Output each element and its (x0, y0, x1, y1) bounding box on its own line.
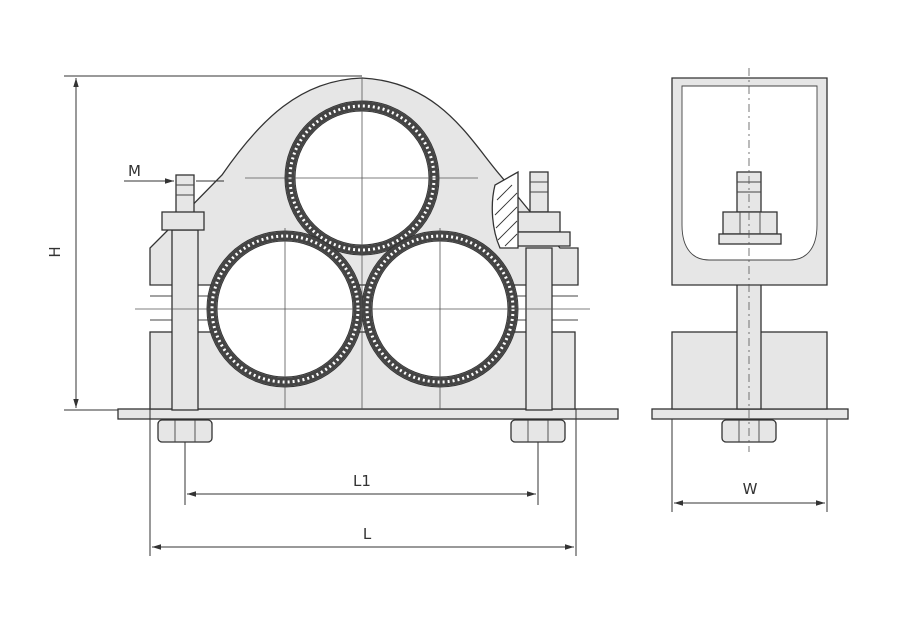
dimension-l: L (149, 409, 577, 556)
left-bolt (161, 174, 205, 411)
right-bottom-nut (510, 419, 566, 443)
front-view: H M L1 L (46, 75, 619, 556)
dimension-w: W (671, 419, 828, 512)
hatched-section (491, 170, 519, 249)
dimension-m: M (124, 162, 224, 184)
left-bottom-nut (157, 419, 213, 443)
side-bottom-nut (721, 419, 777, 443)
label-h: H (46, 246, 64, 257)
side-view: W (651, 68, 849, 512)
label-m: M (128, 162, 141, 180)
label-l: L (363, 525, 372, 543)
lower-clamp-block (149, 331, 576, 410)
side-base-plate (651, 408, 849, 420)
dimension-h: H (46, 75, 362, 411)
label-l1: L1 (353, 472, 371, 490)
centerlines (135, 78, 590, 409)
right-bolt (507, 171, 571, 411)
label-w: W (743, 480, 758, 498)
side-top-nut (722, 211, 778, 235)
dimension-l1: L1 (184, 442, 539, 505)
